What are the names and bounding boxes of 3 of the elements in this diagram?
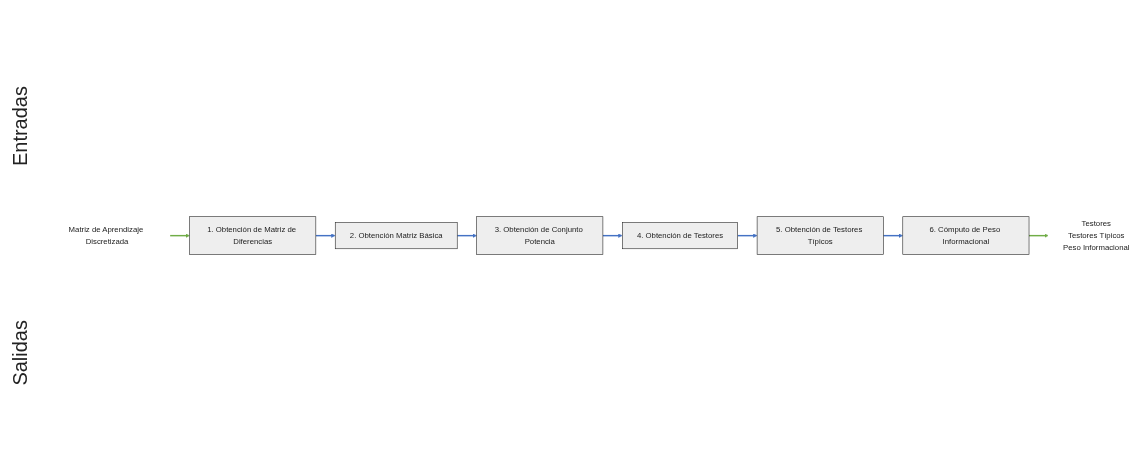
- axis-label: Entradas: [8, 86, 32, 167]
- arrow: [602, 233, 623, 239]
- axis-label: Salidas: [8, 320, 32, 386]
